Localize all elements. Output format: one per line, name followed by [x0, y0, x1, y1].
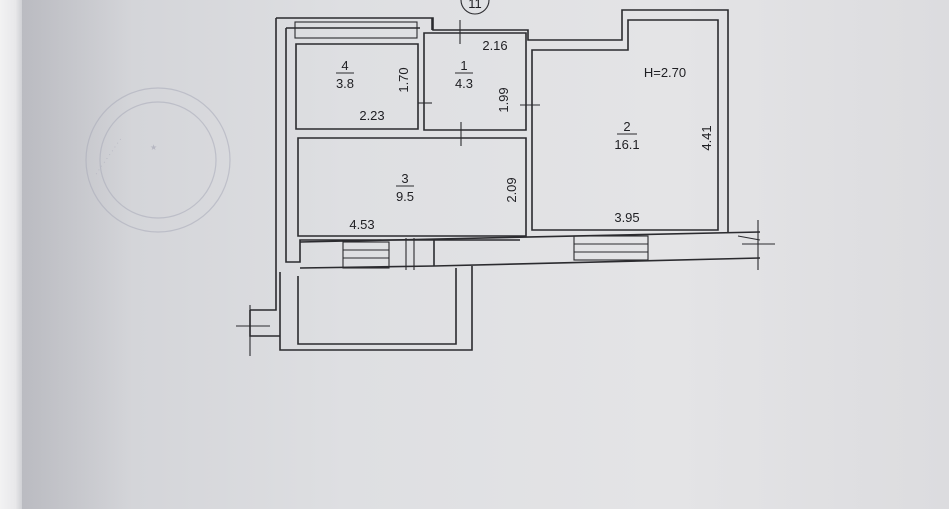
room-1-number: 1 — [460, 58, 467, 73]
dim-4-41: 4.41 — [699, 125, 714, 150]
dim-1-70: 1.70 — [396, 67, 411, 92]
room-1-area: 4.3 — [455, 76, 473, 91]
paper-shadow — [22, 0, 132, 509]
dim-1-99: 1.99 — [496, 87, 511, 112]
dim-4-53: 4.53 — [349, 217, 374, 232]
room-3-area: 9.5 — [396, 189, 414, 204]
dim-2-16: 2.16 — [482, 38, 507, 53]
loggia-walls — [236, 265, 473, 356]
stamp-seal: · · · · · · · · · · ★ — [85, 87, 231, 233]
axis-marker-label: 11 — [468, 0, 482, 11]
ceiling-height-label: H=2.70 — [644, 65, 686, 80]
room-2-area: 16.1 — [614, 137, 639, 152]
dim-3-95: 3.95 — [614, 210, 639, 225]
paper-sheet — [22, 0, 949, 509]
svg-text:★: ★ — [150, 143, 157, 152]
room-3-number: 3 — [401, 171, 408, 186]
room-4-number: 4 — [341, 58, 348, 73]
paper-edge — [0, 0, 22, 509]
dim-2-09: 2.09 — [504, 177, 519, 202]
room-4-area: 3.8 — [336, 76, 354, 91]
apartment-walls — [250, 9, 775, 311]
room-2-number: 2 — [623, 119, 630, 134]
dim-2-23: 2.23 — [359, 108, 384, 123]
svg-text:· · · · · · · · · ·: · · · · · · · · · · — [92, 136, 125, 178]
axis-marker: 11 — [460, 0, 490, 15]
